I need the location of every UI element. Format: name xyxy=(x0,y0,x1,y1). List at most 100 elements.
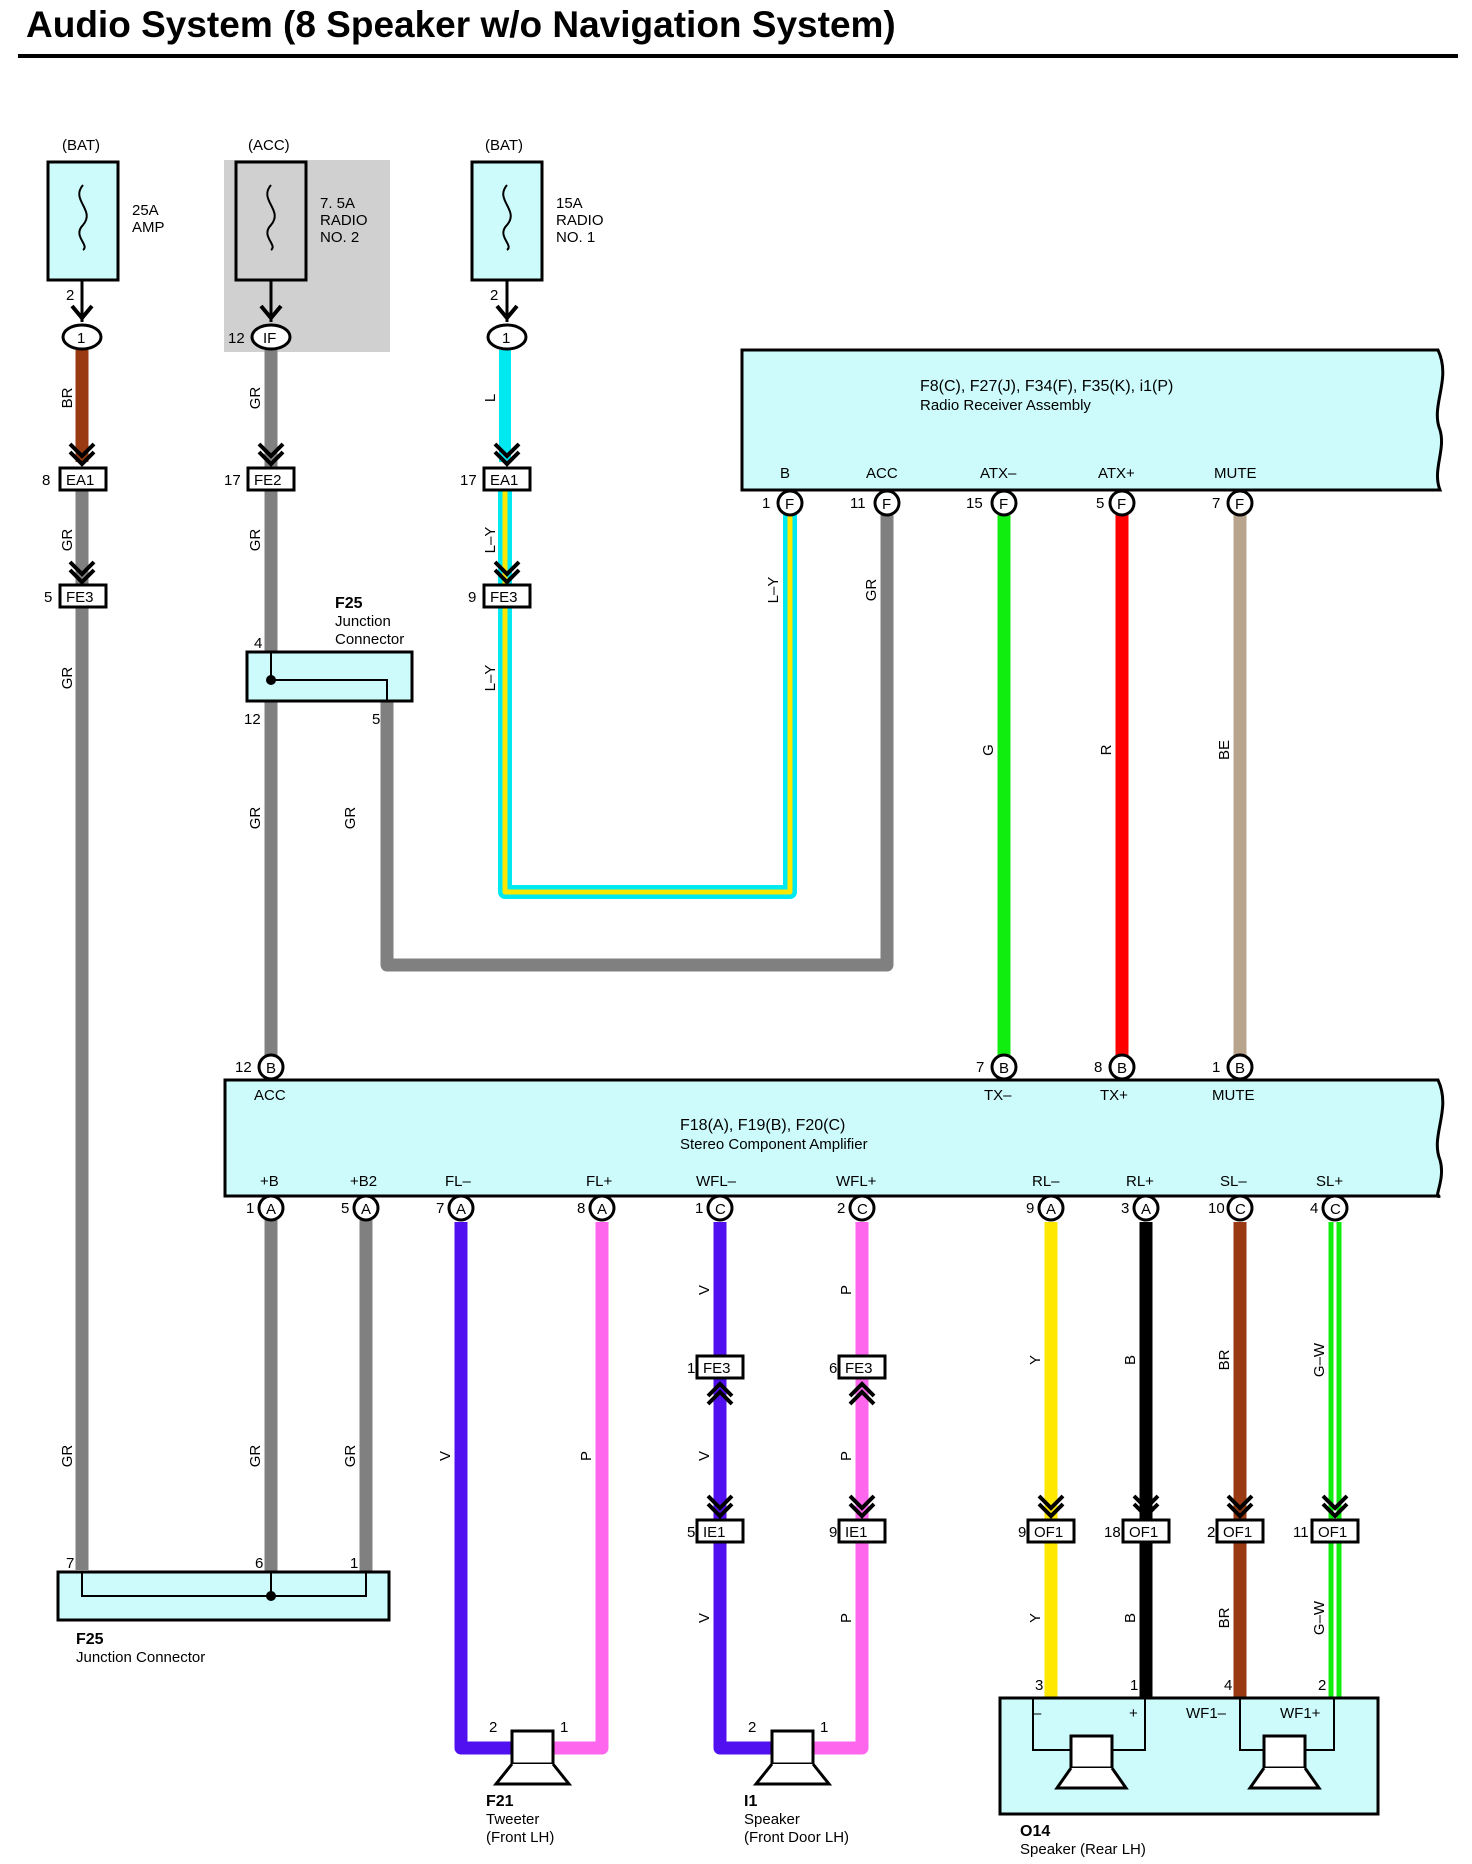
svg-text:Junction: Junction xyxy=(335,613,391,630)
wire-label-be: BE xyxy=(1216,740,1233,760)
connector-name: OF1 xyxy=(1034,1524,1063,1541)
svg-text:F: F xyxy=(1117,496,1126,513)
wire-label-gr: GR xyxy=(863,579,880,602)
radio-code: F8(C), F27(J), F34(F), F35(K), i1(P) xyxy=(920,378,1173,395)
wire-label-l: L xyxy=(482,394,499,402)
amp-pin-conn: A xyxy=(456,1201,466,1218)
wire-label-br: BR xyxy=(1216,1349,1233,1370)
radio-receiver: F8(C), F27(J), F34(F), F35(K), i1(P) Rad… xyxy=(740,348,1445,517)
fuse-2-box xyxy=(234,160,308,282)
wire-label-p: P xyxy=(578,1451,595,1461)
connector-ea1-b xyxy=(482,466,532,492)
wire-label-y: Y xyxy=(1027,1613,1044,1623)
inline-connectors-upper: EA1 8 FE3 5 FE2 17 EA1 17 FE3 9 xyxy=(42,442,532,609)
connector-chevron xyxy=(706,1381,734,1406)
svg-text:ACC: ACC xyxy=(254,1087,286,1104)
fuse-3-label-b: NO. 1 xyxy=(556,229,595,246)
svg-text:FL–: FL– xyxy=(445,1173,472,1190)
svg-text:7: 7 xyxy=(1212,495,1220,512)
connector-pin: 6 xyxy=(829,1360,837,1377)
svg-text:F: F xyxy=(785,496,794,513)
svg-text:11: 11 xyxy=(850,495,866,512)
page-title: Audio System (8 Speaker w/o Navigation S… xyxy=(26,4,896,45)
amp-pin-RL– xyxy=(1037,1194,1065,1222)
wire-label-gr: GR xyxy=(59,529,76,552)
wire-label-br: BR xyxy=(1216,1607,1233,1628)
amp-pin-number: 2 xyxy=(837,1200,845,1217)
svg-text:F21: F21 xyxy=(486,1793,514,1810)
rear-speaker: 3 1 4 2 – + WF1– WF1+ O14 Speaker (Rear … xyxy=(998,1677,1380,1858)
amp-pin-WFL– xyxy=(706,1194,734,1222)
svg-text:9: 9 xyxy=(468,589,476,606)
svg-text:Connector: Connector xyxy=(335,631,404,648)
wire-label-gr: GR xyxy=(247,1445,264,1468)
connector-ie1 xyxy=(837,1518,887,1544)
fuse-2-rating: 7. 5A xyxy=(320,195,355,212)
wires xyxy=(75,350,1342,1755)
connector-of1 xyxy=(1121,1518,1171,1544)
amp-pin-number: 10 xyxy=(1208,1200,1225,1217)
fuse-2-label-b: NO. 2 xyxy=(320,229,359,246)
svg-text:8: 8 xyxy=(1094,1059,1102,1076)
wire-label-gr: GR xyxy=(247,529,264,552)
connector-name: IE1 xyxy=(703,1524,726,1541)
connector-fe3-b xyxy=(482,583,532,609)
svg-text:17: 17 xyxy=(460,472,477,489)
door-speaker: 2 1 I1 Speaker (Front Door LH) xyxy=(744,1719,849,1846)
amp-pin-conn: C xyxy=(1330,1201,1341,1218)
svg-text:1: 1 xyxy=(820,1719,828,1736)
svg-text:B: B xyxy=(780,465,790,482)
svg-text:15: 15 xyxy=(966,495,983,512)
connector-chevron xyxy=(848,1381,876,1406)
svg-text:FL+: FL+ xyxy=(586,1173,613,1190)
svg-text:+: + xyxy=(1129,1705,1138,1722)
svg-text:ATX+: ATX+ xyxy=(1098,465,1135,482)
svg-text:2: 2 xyxy=(748,1719,756,1736)
wire-label-gr: GR xyxy=(342,1445,359,1468)
connector-of1 xyxy=(1310,1518,1360,1544)
wire-label-gw: G–W xyxy=(1311,1342,1328,1377)
amp-pin-SL– xyxy=(1226,1194,1254,1222)
svg-text:2: 2 xyxy=(489,1719,497,1736)
svg-text:FE3: FE3 xyxy=(66,589,94,606)
svg-text:ATX–: ATX– xyxy=(980,465,1017,482)
svg-text:7: 7 xyxy=(66,1555,74,1572)
connector-fe3-a xyxy=(58,583,108,609)
amp-pin-FL– xyxy=(447,1194,475,1222)
fuse-3-symbol xyxy=(502,184,512,251)
fuse-1-pin: 2 xyxy=(66,287,74,304)
connector-pin: 9 xyxy=(829,1524,837,1541)
svg-text:ACC: ACC xyxy=(866,465,898,482)
svg-text:(Front Door LH): (Front Door LH) xyxy=(744,1829,849,1846)
amp-pin-number: 1 xyxy=(246,1200,254,1217)
wire-label-ly: L–Y xyxy=(765,577,782,604)
svg-text:F25: F25 xyxy=(335,595,363,612)
connector-name: OF1 xyxy=(1129,1524,1158,1541)
svg-text:5: 5 xyxy=(372,711,380,728)
svg-text:TX+: TX+ xyxy=(1100,1087,1128,1104)
svg-text:12: 12 xyxy=(235,1059,252,1076)
wire-label-b: B xyxy=(1122,1613,1139,1623)
svg-text:F: F xyxy=(999,496,1008,513)
svg-text:1: 1 xyxy=(1130,1677,1138,1694)
fuse-3-rating: 15A xyxy=(556,195,583,212)
fuse-2-source: (ACC) xyxy=(248,137,290,154)
amp-pin-RL+ xyxy=(1132,1194,1160,1222)
svg-text:2: 2 xyxy=(1318,1677,1326,1694)
svg-text:+B: +B xyxy=(260,1173,279,1190)
wire-label-gr: GR xyxy=(59,1445,76,1468)
connector-chevron xyxy=(1037,1494,1065,1519)
svg-text:WFL+: WFL+ xyxy=(836,1173,877,1190)
svg-text:WFL–: WFL– xyxy=(696,1173,737,1190)
svg-text:12: 12 xyxy=(244,711,261,728)
svg-text:Speaker: Speaker xyxy=(744,1811,800,1828)
svg-text:1: 1 xyxy=(350,1555,358,1572)
svg-text:F: F xyxy=(1235,496,1244,513)
wire-label-g: G xyxy=(980,744,997,756)
connector-chevron xyxy=(1226,1494,1254,1519)
radio-name: Radio Receiver Assembly xyxy=(920,397,1091,414)
connector-1-b-label: 1 xyxy=(502,330,510,347)
connector-chevron xyxy=(706,1494,734,1519)
